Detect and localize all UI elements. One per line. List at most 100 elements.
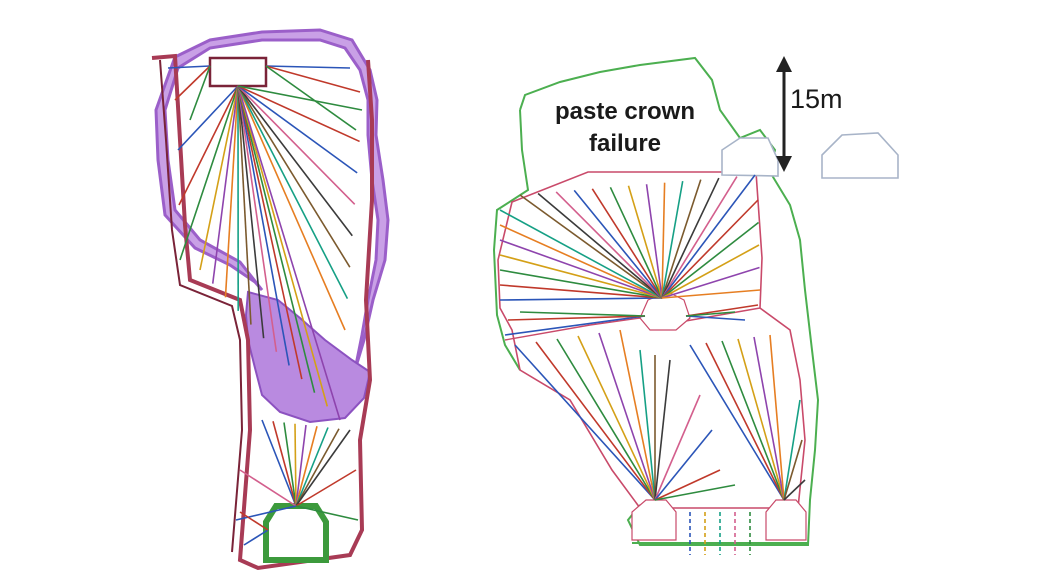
right-lower-right-fan-hole — [721, 340, 785, 501]
right-upper-fan-hole — [661, 244, 760, 299]
right-lower-left-fan-hole — [598, 332, 656, 501]
left-lower-fan-hole — [283, 422, 297, 507]
left-upper-fan-side-hole — [167, 65, 211, 69]
failure-label-line1: paste crown — [554, 98, 696, 125]
left-lower-fan-side-hole — [239, 511, 269, 531]
right-upper-fan-side-hole — [685, 304, 759, 317]
left-lower-fan-hole — [295, 426, 318, 507]
right-lower-left-fan-hole — [654, 429, 713, 501]
right-upper-fan-hole — [555, 191, 663, 299]
right-upper-drift — [721, 137, 779, 177]
right-upper-fan-hole — [537, 192, 663, 299]
left-upper-fan-hole — [237, 85, 265, 339]
right-lower-right-fan-hole — [769, 334, 785, 501]
paste-crown-failure-label: paste crown failure — [530, 96, 720, 160]
right-lower-right-fan-hole — [783, 399, 801, 501]
right-upper-fan-hole — [661, 289, 761, 299]
right-lower-left-fan-hole — [514, 344, 656, 501]
left-lower-fan-hole — [261, 419, 297, 507]
right-upper-fan-hole — [661, 199, 759, 299]
scale-label: 15m — [790, 84, 843, 114]
left-upper-fan-side-hole — [265, 65, 351, 69]
left-upper-fan-hole — [237, 85, 363, 111]
right-lower-left-fan-hole — [639, 349, 656, 501]
left-lower-fan-hole — [295, 428, 340, 507]
left-lower-fan-hole — [239, 469, 297, 507]
right-upper-fan-hole — [499, 239, 663, 299]
right-upper-fan-hole — [627, 185, 663, 299]
left-overbreak-mass — [244, 290, 372, 424]
right-adjacent-drift — [821, 132, 899, 179]
left-upper-fan-hole — [211, 85, 239, 284]
right-lower-left-fan-hole — [654, 484, 736, 501]
right-lower-left-fan-hole — [654, 469, 721, 501]
right-upper-fan-hole — [661, 179, 702, 299]
left-upper-fan-hole — [199, 85, 239, 271]
left-upper-fan-hole — [237, 85, 356, 205]
scale-bar — [776, 56, 792, 172]
right-upper-fan-hole — [661, 176, 738, 299]
left-lower-fan-hole — [295, 429, 351, 507]
right-lower-left-fan-hole — [535, 341, 656, 501]
left-lower-fan-hole — [294, 423, 297, 507]
right-lower-left-fan-hole — [619, 329, 656, 501]
left-upper-fan-hole — [237, 85, 358, 174]
right-upper-fan-hole — [645, 184, 663, 299]
left-upper-fan-hole — [237, 85, 349, 299]
left-upper-fan-hole — [237, 85, 303, 380]
right-upper-fan-hole — [499, 224, 663, 299]
left-upper-fan-hole — [224, 85, 239, 298]
left-upper-fan-side-hole — [174, 65, 211, 101]
right-upper-fan-hole — [499, 209, 663, 299]
left-lower-fan-hole — [295, 505, 359, 521]
left-lower-fan-side-hole — [243, 529, 269, 546]
right-lower-right-fan-hole — [783, 439, 803, 501]
right-upper-fan-hole — [499, 254, 663, 299]
right-upper-fan-side-hole — [685, 315, 746, 321]
right-upper-fan-hole — [499, 297, 663, 301]
failure-label-line2: failure — [588, 130, 662, 157]
right-upper-fan-hole — [591, 188, 663, 299]
scale-arrow-head-down — [776, 156, 792, 172]
right-lower-right-fan-hole — [737, 338, 785, 501]
right-lower-left-fan-hole — [654, 394, 701, 501]
right-lower-right-fan-hole — [689, 344, 785, 501]
right-lower-right-fan-hole — [705, 342, 785, 501]
right-upper-fan-side-hole — [685, 311, 736, 317]
left-upper-fan-hole — [179, 85, 239, 261]
scale-arrow-head-up — [776, 56, 792, 72]
right-drill-fans — [499, 174, 806, 555]
left-lower-fan-hole — [235, 505, 297, 521]
left-lower-fan-hole — [272, 421, 297, 507]
left-upper-fan-hole — [177, 85, 239, 151]
left-stope-outline — [151, 53, 374, 571]
right-upper-fan-hole — [499, 269, 663, 299]
left-upper-fan-side-hole — [189, 65, 211, 121]
left-top-drift — [208, 56, 268, 88]
left-upper-fan-hole — [237, 85, 341, 421]
right-stope-section — [492, 56, 899, 555]
left-upper-fan-side-hole — [265, 65, 357, 131]
left-upper-fan-hole — [237, 85, 278, 352]
paste-failure-outline-left — [492, 109, 530, 371]
right-bottom-drift-left — [631, 499, 677, 541]
right-upper-fan-side-hole — [519, 311, 646, 317]
left-lower-fan-hole — [295, 427, 329, 507]
left-upper-fan-hole — [237, 85, 329, 407]
left-stope-section — [151, 28, 390, 571]
right-lower-left-fan-hole — [556, 338, 656, 501]
right-upper-fan-hole — [609, 186, 663, 299]
right-lower-left-fan-hole — [654, 359, 671, 501]
left-upper-fan-hole — [237, 85, 316, 393]
left-upper-fan-hole — [237, 85, 346, 331]
right-upper-fan-hole — [573, 189, 663, 299]
left-stope-outline-inner — [159, 59, 244, 553]
right-lower-right-fan-hole — [783, 479, 806, 501]
right-upper-fan-hole — [661, 177, 720, 299]
left-upper-fan-hole — [178, 85, 239, 206]
right-upper-fan-hole — [519, 194, 663, 299]
right-upper-fan-hole — [661, 181, 684, 299]
right-upper-fan-side-hole — [504, 315, 646, 336]
right-upper-fan-hole — [661, 221, 759, 299]
